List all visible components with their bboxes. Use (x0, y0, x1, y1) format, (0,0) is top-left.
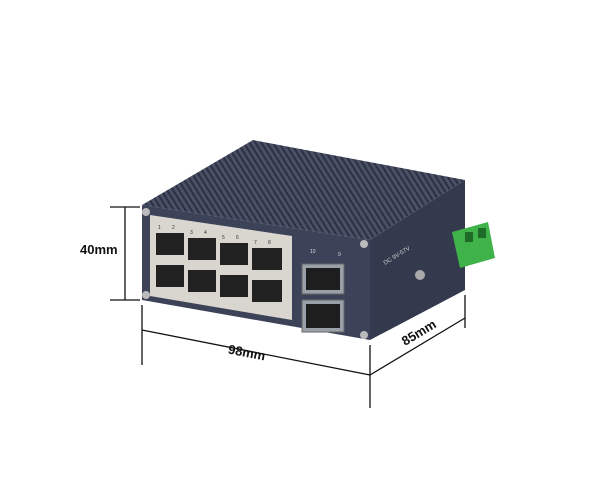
port-label: 7 (254, 240, 257, 246)
ground-screw (415, 270, 425, 280)
rj45-ports (156, 233, 282, 302)
sfp-label: 9 (338, 252, 341, 258)
sfp-ports (301, 263, 345, 333)
port-label: 6 (236, 235, 239, 241)
switch-top-heatsink (142, 140, 465, 240)
power-terminal (452, 222, 495, 268)
port-label: 1 (158, 225, 161, 231)
sfp-label: 10 (310, 249, 316, 255)
port-label: 4 (204, 230, 207, 236)
dimension-lines (110, 206, 466, 408)
port-label: 5 (222, 235, 225, 241)
switch-side-panel (370, 180, 465, 340)
port-label: 8 (268, 240, 271, 246)
height-dimension-label: 40mm (80, 242, 118, 257)
port-label: 2 (172, 225, 175, 231)
port-label: 3 (190, 230, 193, 236)
